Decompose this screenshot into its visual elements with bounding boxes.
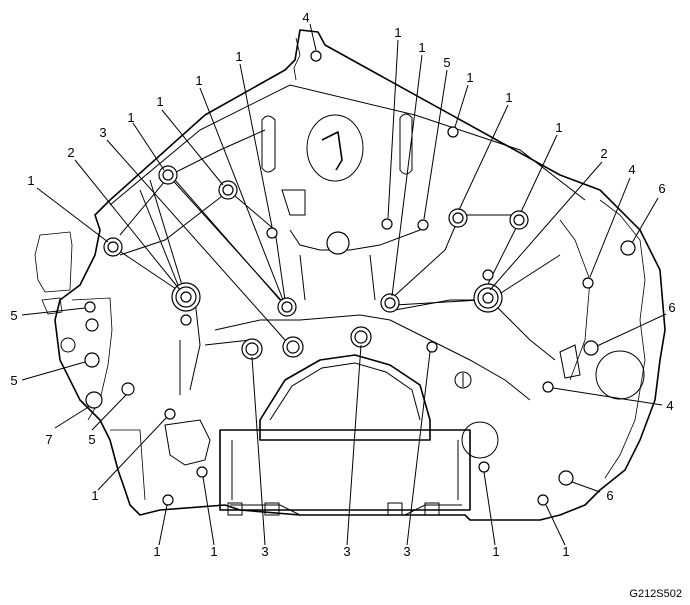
- callout-2: 2: [600, 146, 607, 161]
- bearing-cap-bolts: [227, 502, 440, 516]
- callout-4: 5: [88, 432, 95, 447]
- callout-4: 5: [10, 308, 17, 323]
- callout-1: 1: [466, 70, 473, 85]
- callout-1: 1: [195, 73, 202, 88]
- figure-code: G212S502: [629, 588, 682, 600]
- callout-1: 1: [153, 544, 160, 559]
- callout-5: 6: [658, 181, 665, 196]
- bolt-holes: [84, 50, 636, 506]
- callout-3: 3: [403, 544, 410, 559]
- callout-1: 1: [127, 110, 134, 125]
- engine-block-outline: [34, 29, 666, 521]
- callout-3: 3: [99, 125, 106, 140]
- callout-4: 4: [666, 398, 673, 413]
- callout-1: 1: [492, 544, 499, 559]
- callout-1: 1: [505, 90, 512, 105]
- callout-1: 1: [27, 173, 34, 188]
- leader-lines: [21, 23, 667, 546]
- callout-2: 2: [67, 145, 74, 160]
- callout-6: 6: [606, 488, 613, 503]
- callout-1: 1: [562, 544, 569, 559]
- callout-labels: 4 1 1 5 1 1 1 2 4 6 6 4 6 1 1 3 3 3 1 1 …: [10, 10, 675, 559]
- callout-1: 1: [210, 544, 217, 559]
- callout-6: 6: [668, 300, 675, 315]
- callout-3: 3: [261, 544, 268, 559]
- callout-1: 1: [235, 49, 242, 64]
- callout-7: 7: [45, 432, 52, 447]
- callout-1: 1: [555, 120, 562, 135]
- callout-4-top: 4: [302, 10, 309, 25]
- callout-5: 5: [443, 55, 450, 70]
- callout-3: 3: [343, 544, 350, 559]
- callout-4: 4: [628, 162, 635, 177]
- callout-1: 1: [394, 25, 401, 40]
- callout-1: 1: [91, 488, 98, 503]
- callout-5: 5: [10, 373, 17, 388]
- callout-1: 1: [156, 94, 163, 109]
- callout-1: 1: [418, 40, 425, 55]
- crankshaft-bore: [219, 354, 471, 516]
